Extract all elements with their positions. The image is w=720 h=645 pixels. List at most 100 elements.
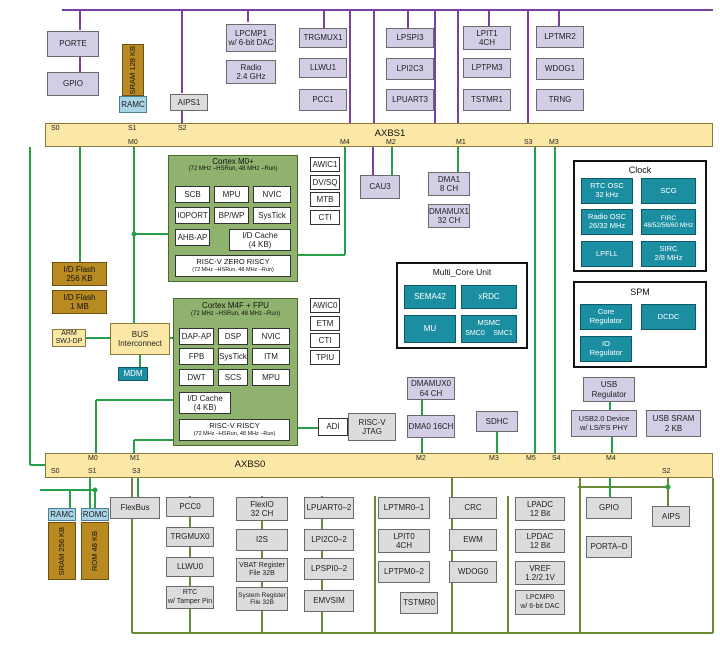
sema42: SEMA42: [404, 285, 456, 309]
i2s-block: I2S: [236, 529, 288, 551]
m4-subtitle: (72 MHz –HSRun, 48 MHz –Run): [190, 311, 281, 317]
port-m5-bottom: M5: [526, 455, 536, 462]
msmc-block: [461, 315, 517, 343]
lptmr0-1-block: LPTMR0–1: [378, 497, 430, 519]
mcu-title: Multi_Core Unit: [432, 267, 492, 277]
m4-title: Cortex M4F + FPU: [202, 301, 269, 310]
rtc-osc: RTC OSC 32 kHz: [581, 178, 633, 204]
m0-scb: SCB: [175, 186, 210, 203]
dma0-block: DMA0 16CH: [407, 415, 455, 438]
sram-128kb-label: SRAM 128 KB: [127, 45, 137, 95]
mtb-block: MTB: [310, 192, 340, 207]
trgmux0-block: TRGMUX0: [166, 527, 214, 547]
lptmr2-block: LPTMR2: [536, 26, 584, 48]
flash-1mb: I/D Flash 1 MB: [52, 290, 107, 314]
lpcmp0-block: LPCMP0 w/ 6-bit DAC: [515, 590, 565, 615]
lpuart0-2-block: LPUART0–2: [304, 497, 354, 519]
m0-bpwp: BP/WP: [214, 207, 249, 224]
m0-ahb-ap: AHB-AP: [175, 229, 210, 246]
flash-256kb: I/D Flash 256 KB: [52, 262, 107, 286]
m0-subtitle: (72 MHz –HSRun, 48 MHz –Run): [188, 166, 278, 172]
port-s2-bottom: S2: [662, 468, 671, 475]
m4-riscv-sub: (72 MHz –HSRun, 48 MHz –Run): [193, 431, 276, 437]
lpspi0-2-block: LPSPI0–2: [304, 558, 354, 580]
wdog1-block: WDOG1: [536, 58, 584, 80]
trgmux1-block: TRGMUX1: [299, 28, 347, 48]
m4-nvic: NVIC: [252, 328, 290, 345]
axbs0-label: AXBS0: [234, 459, 266, 470]
flexio-block: FlexIO 32 CH: [236, 497, 288, 521]
mu: MU: [404, 315, 456, 343]
dcdc: DCDC: [641, 304, 696, 330]
smc1-label: SMC1: [493, 330, 513, 337]
io-regulator: IO Regulator: [580, 336, 632, 362]
arm-swj-dp: ARM SWJ-DP: [52, 329, 86, 347]
lpspi3-block: LPSPI3: [386, 28, 434, 48]
rom-48kb-block: ROM 48 KB: [81, 522, 109, 580]
tstmr1-block: TSTMR1: [463, 89, 511, 111]
firc: FIRC 48/52/56/60 MHz: [641, 209, 696, 235]
lpi2c0-2-block: LPI2C0–2: [304, 529, 354, 551]
m4-scs: SCS: [218, 369, 248, 386]
port-m3-bottom: M3: [489, 455, 499, 462]
adi-block: ADI: [318, 418, 348, 436]
romc-block: ROMC: [81, 508, 109, 521]
dmamux0-block: DMAMUX0 64 CH: [407, 377, 455, 400]
port-s1-top: S1: [128, 125, 137, 132]
port-s1-bottom: S1: [88, 468, 97, 475]
m0-mpu: MPU: [214, 186, 249, 203]
emvsim-block: EMVSIM: [304, 590, 354, 612]
axbs1-label: AXBS1: [374, 128, 406, 139]
port-m1-bottom: M1: [130, 455, 140, 462]
wdog0-block: WDOG0: [449, 561, 497, 583]
usb-sram: USB SRAM 2 KB: [646, 410, 701, 437]
axbs1-bus: [45, 123, 713, 147]
clock-title: Clock: [628, 165, 652, 175]
ewm-block: EWM: [449, 529, 497, 551]
m4-mpu: MPU: [252, 369, 290, 386]
aips1-block: AIPS1: [170, 94, 208, 111]
m0-riscv-label: RISC-V ZERO RISCY: [196, 257, 270, 266]
rom-48kb-label: ROM 48 KB: [89, 530, 99, 571]
spm-title: SPM: [630, 287, 650, 297]
port-m2-top: M2: [386, 139, 396, 146]
lpfll: LPFLL: [581, 241, 633, 267]
m0-nvic: NVIC: [253, 186, 291, 203]
aips-block: AIPS: [652, 506, 690, 527]
lpi2c3-block: LPI2C3: [386, 58, 434, 80]
porta-d-block: PORTA–D: [586, 536, 632, 558]
radio-block: Radio 2.4 GHz: [226, 60, 276, 84]
mdm-block: MDM: [118, 367, 148, 381]
lpit0-block: LPIT0 4CH: [378, 529, 430, 553]
etm-block: ETM: [310, 316, 340, 331]
lpuart3-block: LPUART3: [386, 89, 434, 111]
port-s3-top: S3: [524, 139, 533, 146]
port-s4-bottom: S4: [552, 455, 561, 462]
lpdac-block: LPDAC 12 Bit: [515, 529, 565, 553]
llwu0-block: LLWU0: [166, 557, 214, 577]
port-s2-top: S2: [178, 125, 187, 132]
port-s3-bottom: S3: [132, 468, 141, 475]
xrdc: xRDC: [461, 285, 517, 309]
port-m0-bottom: M0: [88, 455, 98, 462]
riscv-jtag-block: RISC-V JTAG: [348, 413, 396, 441]
sram-256kb-block: SRAM 256 KB: [48, 522, 76, 580]
lpadc-block: LPADC 12 Bit: [515, 497, 565, 521]
m4-cache: I/D Cache (4 KB): [179, 392, 231, 414]
scg: SCG: [641, 178, 696, 204]
llwu1-block: LLWU1: [299, 58, 347, 78]
vref-block: VREF 1.2/2.1V: [515, 561, 565, 585]
gpio-top-block: GPIO: [47, 72, 99, 96]
usb-regulator: USB Regulator: [583, 377, 635, 402]
m0-riscv-sub: (72 MHz –HSRun, 48 MHz –Run): [192, 267, 274, 273]
port-m1-top: M1: [456, 139, 466, 146]
sram-256kb-label: SRAM 256 KB: [56, 526, 66, 576]
crc-block: CRC: [449, 497, 497, 519]
sirc: SIRC 2/8 MHz: [641, 241, 696, 267]
smc0-label: SMC0: [465, 330, 485, 337]
port-s0-bottom: S0: [51, 468, 60, 475]
system-register-file: System Register File 32B: [236, 587, 288, 611]
rtc-block: RTC w/ Tamper Pin: [166, 586, 214, 609]
port-s0-top: S0: [51, 125, 60, 132]
port-m0-top: M0: [128, 139, 138, 146]
